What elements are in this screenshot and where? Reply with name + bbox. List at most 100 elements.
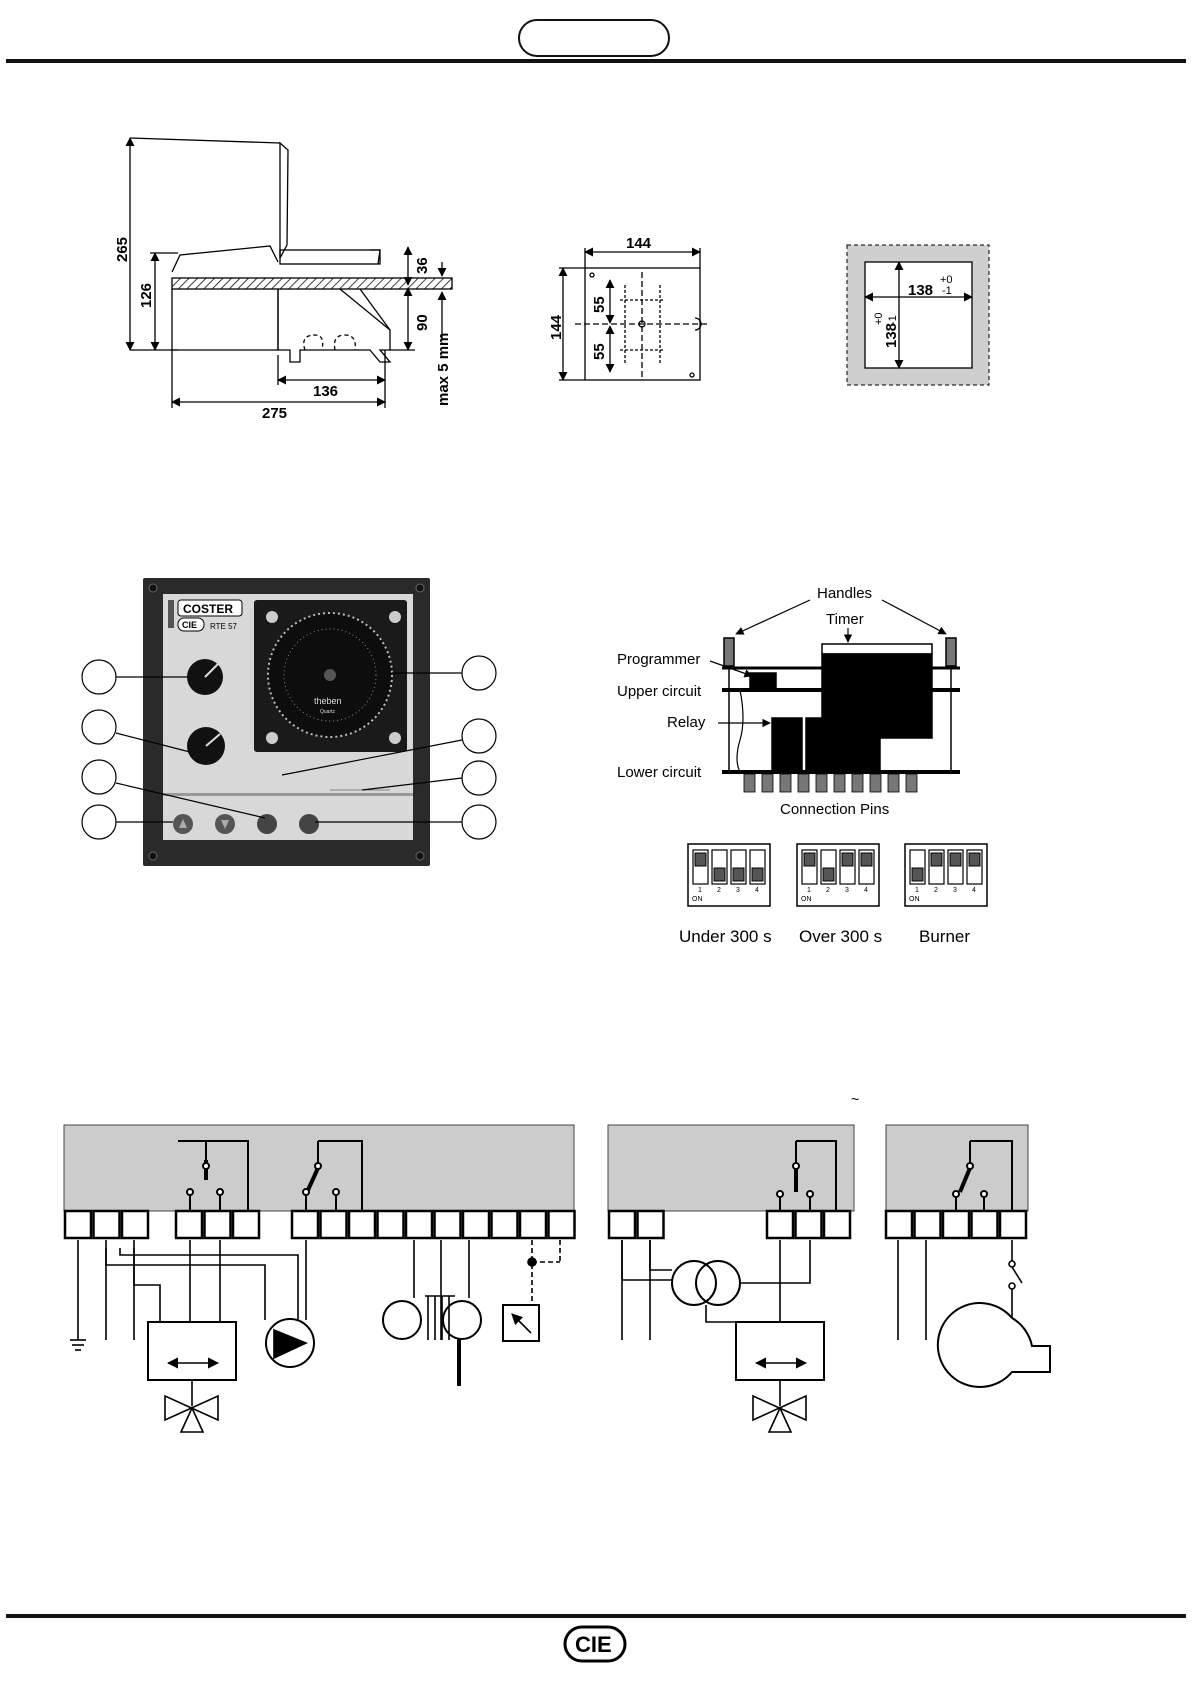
dip-number: 3 (845, 887, 849, 894)
dim-136: 136 (313, 383, 338, 400)
terminal (520, 1211, 546, 1238)
dip-switch-group: 1 2 3 4ON 1 2 3 4ON 1 2 3 4ON (688, 844, 987, 906)
wiring-transformer-loads (622, 1240, 824, 1432)
terminal (122, 1211, 148, 1238)
dim-36: 36 (414, 257, 431, 274)
dip-switch-3: 1 2 3 4ON (905, 844, 987, 906)
dip-on-label: ON (801, 896, 812, 903)
cutout-tol-plus-h: +0 (873, 312, 885, 325)
photo-timer-brand: theben (314, 696, 342, 706)
dim-138-width: 138 (908, 282, 933, 299)
terminal (609, 1211, 635, 1238)
terminal (886, 1211, 912, 1238)
dim-144-height: 144 (548, 314, 565, 340)
dip-knob-down (752, 868, 763, 881)
dip-number: 2 (934, 887, 938, 894)
terminal (1000, 1211, 1026, 1238)
terminal (65, 1211, 91, 1238)
terminal-blocks-main (65, 1211, 575, 1238)
dim-275: 275 (262, 405, 287, 422)
dim-max-5mm: max 5 mm (435, 333, 452, 406)
cutout-drawing (847, 245, 989, 385)
dip-caption-burner: Burner (919, 927, 970, 946)
photo-logo: CIE (182, 620, 197, 630)
terminal (767, 1211, 793, 1238)
dip-number: 2 (826, 887, 830, 894)
terminal (292, 1211, 318, 1238)
photo-model: RTE 57 (210, 622, 238, 631)
dip-switch-1: 1 2 3 4ON (688, 844, 770, 906)
terminal (915, 1211, 941, 1238)
dip-knob-up (695, 853, 706, 866)
dip-on-label: ON (909, 896, 920, 903)
dip-knob-up (804, 853, 815, 866)
terminal (321, 1211, 347, 1238)
cutout-tol-minus-h: -1 (887, 315, 899, 325)
dip-number: 1 (807, 887, 811, 894)
terminal (972, 1211, 998, 1238)
dim-55-upper: 55 (591, 296, 608, 313)
label-timer: Timer (826, 611, 864, 628)
label-lower-circuit: Lower circuit (617, 764, 702, 781)
dip-knob-up (950, 853, 961, 866)
front-view-drawing (559, 248, 708, 380)
dip-number: 2 (717, 887, 721, 894)
label-handles: Handles (817, 585, 872, 602)
dip-number: 1 (698, 887, 702, 894)
label-relay: Relay (667, 714, 706, 731)
terminal (176, 1211, 202, 1238)
wiring-diagram-transformer (608, 1125, 854, 1211)
dip-number: 4 (864, 887, 868, 894)
terminal (205, 1211, 231, 1238)
dip-number: 3 (736, 887, 740, 894)
side-view-drawing (130, 138, 452, 408)
terminal (824, 1211, 850, 1238)
dip-number: 3 (953, 887, 957, 894)
label-programmer: Programmer (617, 651, 700, 668)
dip-knob-down (823, 868, 834, 881)
terminal (378, 1211, 404, 1238)
wiring-diagram-main (64, 1125, 574, 1211)
terminal (796, 1211, 822, 1238)
footer-logo-text: CIE (575, 1632, 612, 1657)
dim-90: 90 (414, 314, 431, 331)
terminal-blocks-burner (886, 1211, 1026, 1238)
terminal (549, 1211, 575, 1238)
dim-126: 126 (138, 283, 155, 308)
wiring-main-loads (70, 1240, 560, 1432)
dip-knob-up (842, 853, 853, 866)
terminal (463, 1211, 489, 1238)
terminal (349, 1211, 375, 1238)
terminal (94, 1211, 120, 1238)
internal-diagram (710, 600, 960, 792)
dim-138-height: 138 (883, 323, 900, 348)
terminal-blocks-transformer (609, 1211, 850, 1238)
label-connection-pins: Connection Pins (780, 801, 889, 818)
terminal (435, 1211, 461, 1238)
dip-caption-over-300: Over 300 s (799, 927, 882, 946)
dip-number: 4 (972, 887, 976, 894)
dim-144-width: 144 (626, 235, 652, 252)
dim-265: 265 (114, 237, 131, 262)
dip-knob-down (733, 868, 744, 881)
dip-switch-2: 1 2 3 4ON (797, 844, 879, 906)
cutout-tol-minus-w: -1 (942, 285, 952, 297)
dip-knob-up (931, 853, 942, 866)
wiring-burner-loads (898, 1240, 1050, 1387)
label-upper-circuit: Upper circuit (617, 683, 702, 700)
terminal (943, 1211, 969, 1238)
wiring-tilde: ~ (851, 1091, 859, 1107)
photo-brand: COSTER (183, 602, 233, 616)
dip-number: 1 (915, 887, 919, 894)
dip-number: 4 (755, 887, 759, 894)
dip-on-label: ON (692, 896, 703, 903)
terminal (233, 1211, 259, 1238)
wiring-diagram-burner (886, 1125, 1028, 1211)
dip-knob-down (714, 868, 725, 881)
dim-55-lower: 55 (591, 343, 608, 360)
photo-timer-sub: Quartz (320, 709, 336, 715)
dip-knob-up (969, 853, 980, 866)
terminal (638, 1211, 664, 1238)
terminal (406, 1211, 432, 1238)
